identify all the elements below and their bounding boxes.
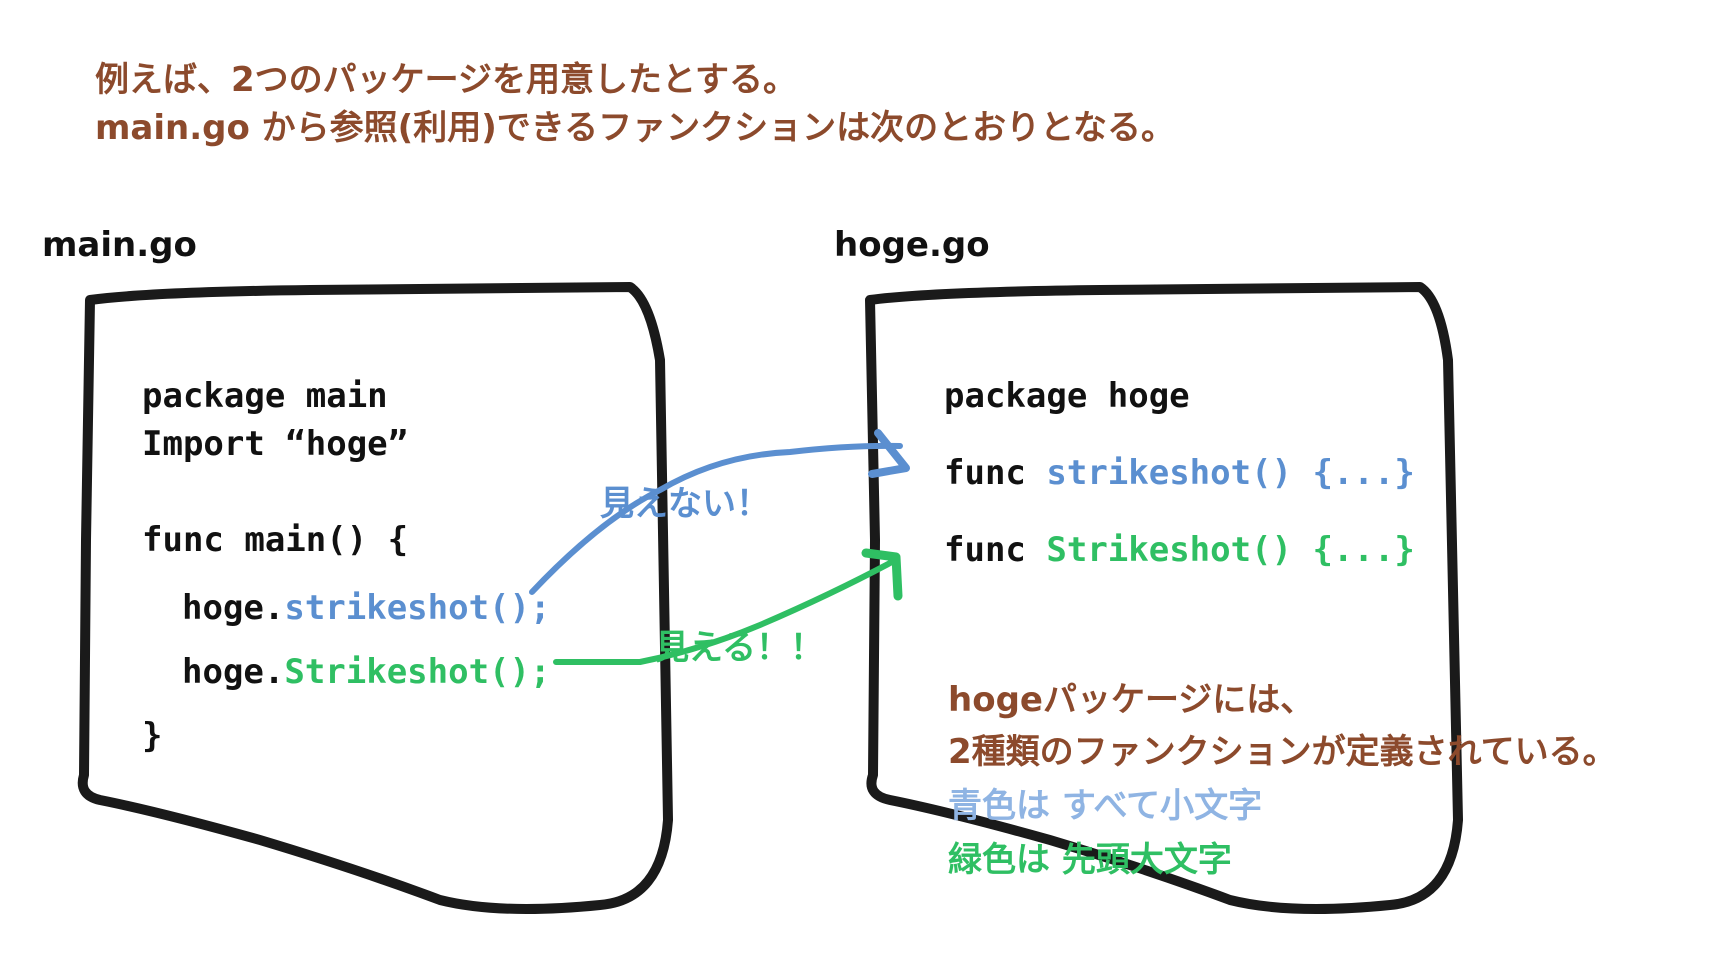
intro-line-2: main.go から参照(利用)できるファンクションは次のとおりとなる。	[95, 108, 1176, 148]
main-import-line: Import “hoge”	[142, 424, 409, 464]
call-prefix: hoge.	[182, 588, 285, 628]
hoge-file-outline	[865, 282, 1463, 914]
func-sig-lowercase: strikeshot() {...}	[1046, 453, 1415, 493]
func-keyword: func	[944, 530, 1026, 570]
main-call-lowercase: hoge.strikeshot();	[182, 588, 550, 628]
main-file-label: main.go	[42, 225, 197, 265]
blue-arrow-line	[529, 442, 903, 595]
hoge-package-line: package hoge	[944, 376, 1190, 416]
green-arrow-head	[861, 548, 903, 601]
blue-arrow-head	[868, 429, 910, 478]
note-line-3: 青色は すべて小文字	[948, 786, 1263, 826]
func-keyword: func	[944, 453, 1026, 493]
call-name-uppercase: Strikeshot();	[284, 652, 551, 692]
main-func-line: func main() {	[142, 520, 409, 560]
main-file-outline	[77, 282, 673, 914]
func-sig-uppercase: Strikeshot() {...}	[1046, 530, 1415, 570]
visible-label: 見える！！	[655, 628, 824, 668]
green-arrow-line	[553, 559, 895, 665]
call-prefix: hoge.	[182, 652, 285, 692]
note-line-2: 2種類のファンクションが定義されている。	[948, 732, 1617, 772]
main-close-brace: }	[142, 716, 163, 756]
call-name-lowercase: strikeshot();	[284, 588, 551, 628]
intro-line-1: 例えば、2つのパッケージを用意したとする。	[95, 60, 797, 100]
hoge-func-lowercase: func strikeshot() {...}	[944, 453, 1415, 493]
note-line-1: hogeパッケージには、	[948, 680, 1315, 720]
main-package-line: package main	[142, 376, 388, 416]
hoge-func-uppercase: func Strikeshot() {...}	[944, 530, 1415, 570]
note-line-4: 緑色は 先頭大文字	[948, 840, 1232, 880]
invisible-label: 見えない！	[600, 484, 770, 524]
hoge-file-label: hoge.go	[834, 225, 990, 265]
main-call-uppercase: hoge.Strikeshot();	[182, 652, 550, 692]
